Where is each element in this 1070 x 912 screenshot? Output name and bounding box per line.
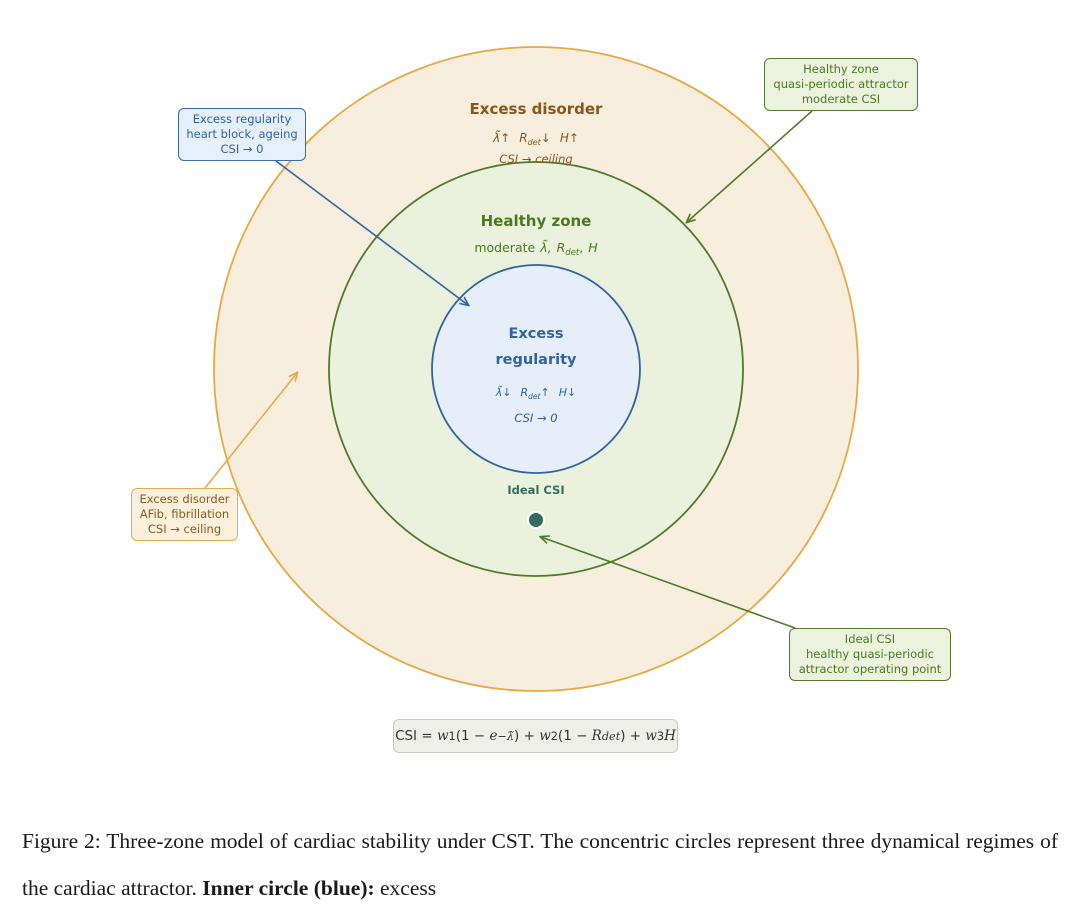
outer-zone-indicators: λ̃↑Rdet↓H↑ — [492, 130, 579, 147]
outer-zone-title: Excess disorder — [470, 100, 603, 118]
caption-bold: Inner circle (blue): — [202, 876, 375, 900]
outer-zone-csi: CSI → ceiling — [499, 152, 572, 166]
ideal-csi-point — [527, 511, 545, 529]
callout-ideal-csi: Ideal CSI healthy quasi-periodic attract… — [789, 628, 951, 681]
three-zone-diagram: Excess disorder λ̃↑Rdet↓H↑ CSI → ceiling… — [204, 46, 859, 692]
caption-label: Figure 2: — [22, 829, 101, 853]
callout-healthy-zone: Healthy zone quasi-periodic attractor mo… — [764, 58, 918, 111]
inner-zone-title-line1: Excess — [509, 326, 564, 342]
inner-zone-csi: CSI → 0 — [514, 411, 557, 425]
middle-zone-title: Healthy zone — [481, 212, 592, 230]
ideal-csi-label: Ideal CSI — [507, 483, 564, 497]
excess-disorder-arrow — [204, 373, 297, 489]
caption-tail: excess — [380, 876, 437, 900]
callout-excess-disorder: Excess disorder AFib, fibrillation CSI →… — [131, 488, 238, 541]
ideal-csi-arrow — [541, 537, 796, 629]
callout-excess-regularity: Excess regularity heart block, ageing CS… — [178, 108, 306, 161]
caption-text: Three-zone model of cardiac stability un… — [22, 829, 1058, 900]
healthy-zone-arrow — [687, 110, 813, 222]
inner-circle-excess-regularity — [431, 264, 641, 474]
formula-lhs: CSI — [395, 728, 418, 744]
figure-caption: Figure 2: Three-zone model of cardiac st… — [22, 818, 1058, 912]
excess-regularity-arrow — [275, 160, 468, 305]
inner-zone-indicators: λ̃↓Rdet↑H↓ — [495, 385, 576, 401]
inner-zone-title-line2: regularity — [496, 352, 577, 368]
